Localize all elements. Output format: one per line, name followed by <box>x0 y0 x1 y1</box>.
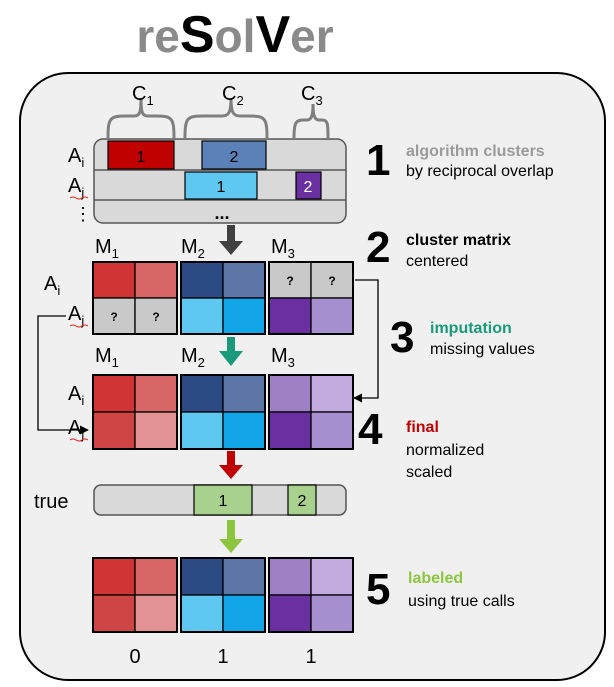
true-call-2 <box>287 484 317 516</box>
brace-c1 <box>106 97 176 139</box>
ai-cluster-1 <box>107 140 175 170</box>
true-track-label: true <box>34 491 68 513</box>
label-m2: 1 <box>217 646 228 668</box>
arrow-down-labeled <box>219 520 243 553</box>
true-call-2-label: 2 <box>298 493 307 510</box>
step-4-title: final <box>406 419 439 436</box>
step-4-desc-2: scaled <box>406 464 452 481</box>
step-3-title: imputation <box>430 320 512 337</box>
step-1-number: 1 <box>366 136 390 185</box>
cluster-label-c2: C2 <box>222 83 244 108</box>
ai-cluster-1-label: 1 <box>137 149 146 166</box>
m3-missing-1: ? <box>286 274 293 288</box>
matrix-row2-label-ai: Ai <box>68 383 84 408</box>
matrix-label-m3-mid: M3 <box>271 345 295 370</box>
matrix-label-m1-mid: M1 <box>95 345 119 370</box>
matrix-m3-labeled <box>268 557 354 633</box>
matrix-label-m1-top: M1 <box>95 236 119 261</box>
matrix-m3-centered <box>268 261 354 335</box>
m1-missing-2: ? <box>152 310 159 324</box>
m1-missing-1: ? <box>110 310 117 324</box>
cluster-braces <box>106 97 330 139</box>
step-2-number: 2 <box>366 223 390 272</box>
true-call-1 <box>193 484 253 516</box>
row-label-ai: Ai <box>68 145 84 170</box>
matrix-label-m2-mid: M2 <box>181 345 205 370</box>
ai-cluster-2 <box>201 140 267 170</box>
row-label-aj: Aj <box>68 175 84 200</box>
brace-c3 <box>292 103 330 139</box>
title-s: S <box>180 6 215 64</box>
title-ol: ol <box>215 10 256 62</box>
arrow-down-final <box>219 451 243 479</box>
matrix-m3-final <box>268 374 354 450</box>
step-2-desc: centered <box>406 253 468 270</box>
connector-m3-to-final <box>353 279 379 403</box>
aj-cluster-2 <box>295 171 322 200</box>
matrix-row1-label-ai: Ai <box>44 273 60 298</box>
page-title: reSolVer <box>136 6 333 64</box>
ai-cluster-2-label: 2 <box>230 149 239 166</box>
matrix-m2-final <box>180 374 266 450</box>
matrix-m2-labeled <box>180 557 266 633</box>
m3-missing-2: ? <box>328 274 335 288</box>
vertical-dots: ⋮ <box>74 204 92 224</box>
step-3-number: 3 <box>390 313 414 362</box>
matrix-label-m3-top: M3 <box>271 236 295 261</box>
matrix-row-2 <box>92 374 354 450</box>
step-4-desc-1: normalized <box>406 442 484 459</box>
step-5-title: labeled <box>408 570 463 587</box>
matrix-row2-label-aj: Aj <box>68 417 84 442</box>
arrow-down-1 <box>219 225 243 255</box>
title-v: V <box>255 6 290 64</box>
matrix-m1-labeled <box>92 557 178 633</box>
matrix-row1-label-aj: Aj <box>68 303 84 328</box>
aj-cluster-2-label: 2 <box>304 179 313 196</box>
aj-cluster-1 <box>184 171 258 200</box>
true-call-1-label: 1 <box>219 493 228 510</box>
label-m3: 1 <box>305 646 316 668</box>
matrix-m1-centered <box>92 261 178 335</box>
step-1-desc: by reciprocal overlap <box>406 163 554 180</box>
brace-c2 <box>183 97 269 139</box>
matrix-m1-final <box>92 374 178 450</box>
connector-aj-to-final <box>37 315 89 435</box>
title-re: re <box>136 10 179 62</box>
matrix-row-1: ? ? ? ? <box>92 261 354 335</box>
step-3-desc: missing values <box>430 341 535 358</box>
cluster-label-c1: C1 <box>132 83 154 108</box>
arrow-down-imputation <box>219 337 243 366</box>
matrix-m2-centered <box>180 261 266 335</box>
matrix-row-3 <box>92 557 354 633</box>
cluster-label-c3: C3 <box>301 83 323 108</box>
step-2-title: cluster matrix <box>406 232 511 249</box>
step-5-number: 5 <box>366 565 390 614</box>
step-1-title: algorithm clusters <box>406 143 545 160</box>
step-5-desc: using true calls <box>408 593 515 610</box>
more-algorithms-dots: ... <box>214 203 229 223</box>
matrix-label-m2-top: M2 <box>181 236 205 261</box>
aj-cluster-1-label: 1 <box>217 179 226 196</box>
title-er: er <box>290 10 334 62</box>
label-m1: 0 <box>129 646 140 668</box>
step-4-number: 4 <box>358 405 383 454</box>
